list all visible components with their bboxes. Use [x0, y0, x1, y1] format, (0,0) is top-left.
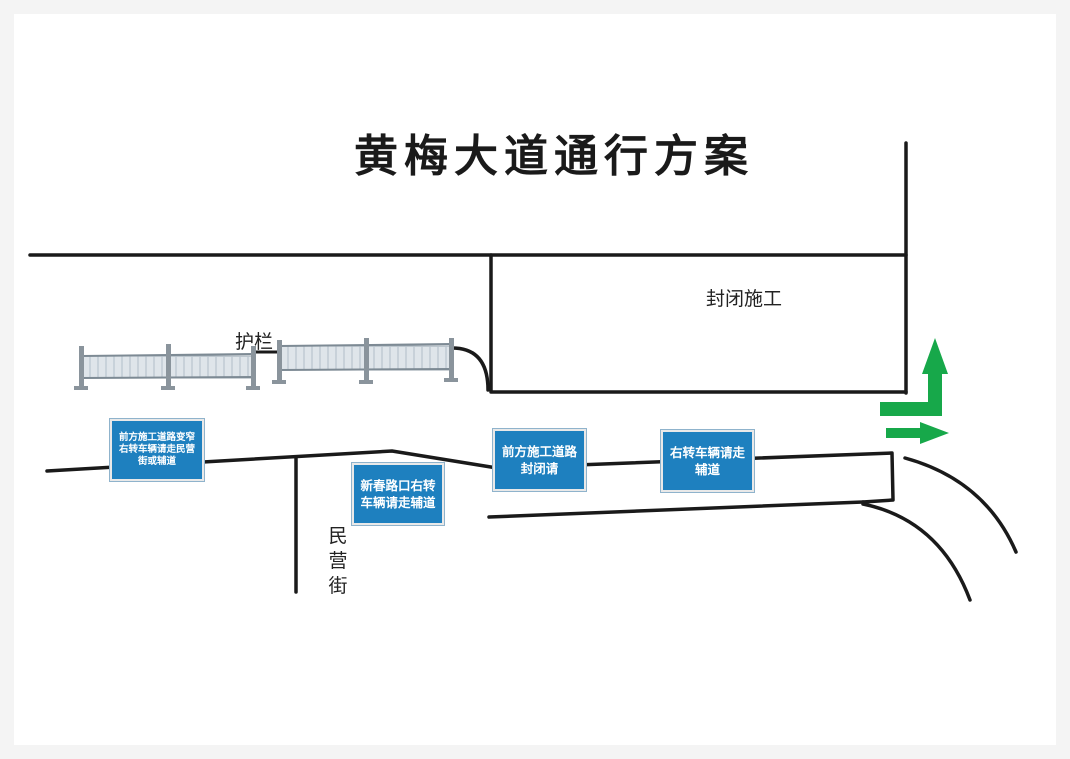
diagram-title: 黄梅大道通行方案	[354, 131, 754, 182]
guardrail-icon	[74, 344, 260, 390]
sign-text: 右转车辆请走辅道	[669, 445, 745, 477]
road-lower-edge	[487, 500, 865, 519]
guardrail-icon	[272, 338, 458, 384]
turn-left-arrow-icon	[880, 338, 948, 416]
construction-zone-outline	[489, 253, 908, 394]
curve-outer	[903, 456, 1018, 554]
curve-inner	[861, 502, 972, 602]
sign-text: 新春路口右转车辆请走辅道	[360, 478, 436, 510]
diagram-canvas: 黄梅大道通行方案 护栏 封闭施工 民营街 前方施工道路变窄右转车辆请走民营街或辅…	[14, 14, 1056, 745]
closed-construction-label: 封闭施工	[706, 288, 783, 310]
guardrail-connector	[450, 346, 490, 392]
sign-text: 前方施工道路封闭请	[501, 444, 577, 476]
minying-street-label: 民营街	[328, 525, 348, 597]
sign-text: 前方施工道路变窄右转车辆请走民营街或辅道	[118, 432, 195, 467]
guardrail-label: 护栏	[235, 331, 274, 353]
sign-road-closed: 前方施工道路封闭请	[493, 429, 586, 491]
sign-xinchun-junction: 新春路口右转车辆请走辅道	[352, 463, 444, 525]
straight-arrow-icon	[886, 422, 949, 444]
sign-right-turn: 右转车辆请走辅道	[661, 430, 754, 492]
sign-road-narrows: 前方施工道路变窄右转车辆请走民营街或辅道	[110, 419, 204, 481]
